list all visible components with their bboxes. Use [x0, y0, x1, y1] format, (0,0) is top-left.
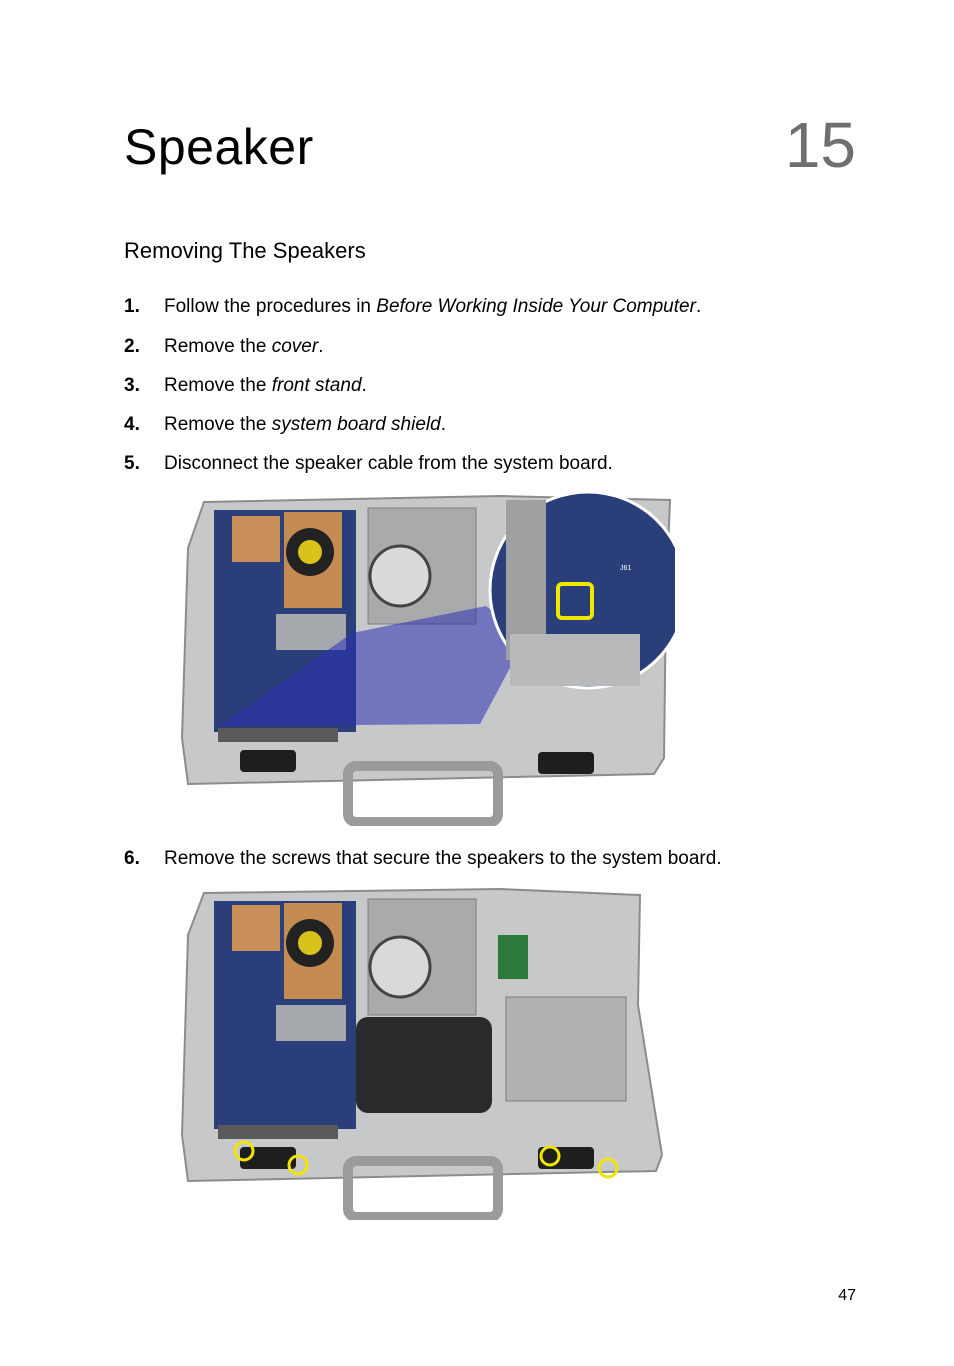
step-text-end: . [440, 414, 446, 435]
step-text: Follow the procedures in [164, 296, 377, 317]
step-item: 4. Remove the system board shield. [124, 413, 446, 437]
screw-highlight [287, 1154, 309, 1176]
step-number: 3. [124, 375, 140, 396]
step-text: Disconnect the speaker cable from the sy… [164, 453, 613, 474]
chapter-title: Speaker [124, 119, 314, 175]
step-text: Remove the screws that secure the speake… [164, 848, 722, 869]
step-text-end: . [695, 296, 702, 317]
step-link-text[interactable]: Before Working Inside Your Computer [376, 296, 696, 317]
screw-highlight [539, 1145, 561, 1167]
section-heading: Removing The Speakers [124, 238, 366, 263]
step-text-end: . [318, 336, 324, 357]
step-item: 2. Remove the cover. [124, 335, 323, 359]
figure1-illustration: J61 [180, 490, 675, 826]
figure2-illustration [180, 887, 664, 1220]
figure-remove-speaker-screws [180, 885, 665, 1220]
step-item: 1. Follow the procedures in Before Workin… [124, 295, 701, 319]
step-text: Remove the [164, 375, 272, 396]
chapter-number: 15 [784, 109, 856, 181]
step-link-text[interactable]: system board shield [271, 414, 441, 435]
step-number: 2. [124, 336, 140, 357]
step-text: Remove the [164, 414, 272, 435]
screw-highlight [597, 1157, 619, 1179]
screw-highlight [233, 1140, 255, 1162]
figure-disconnect-speaker-cable: J61 [180, 488, 675, 826]
step-link-text[interactable]: front stand [271, 375, 362, 396]
step-text: Remove the [164, 336, 272, 357]
step-number: 1. [124, 296, 140, 317]
page-number: 47 [838, 1287, 856, 1304]
step-item: 6. Remove the screws that secure the spea… [124, 847, 722, 871]
step-number: 6. [124, 848, 140, 869]
step-number: 4. [124, 414, 140, 435]
connector-label: J61 [620, 565, 631, 572]
step-item: 3. Remove the front stand. [124, 374, 367, 398]
step-item: 5. Disconnect the speaker cable from the … [124, 452, 613, 476]
step-number: 5. [124, 453, 140, 474]
step-text-end: . [361, 375, 367, 396]
cable-connector-highlight [556, 582, 594, 620]
step-link-text[interactable]: cover [271, 336, 319, 357]
